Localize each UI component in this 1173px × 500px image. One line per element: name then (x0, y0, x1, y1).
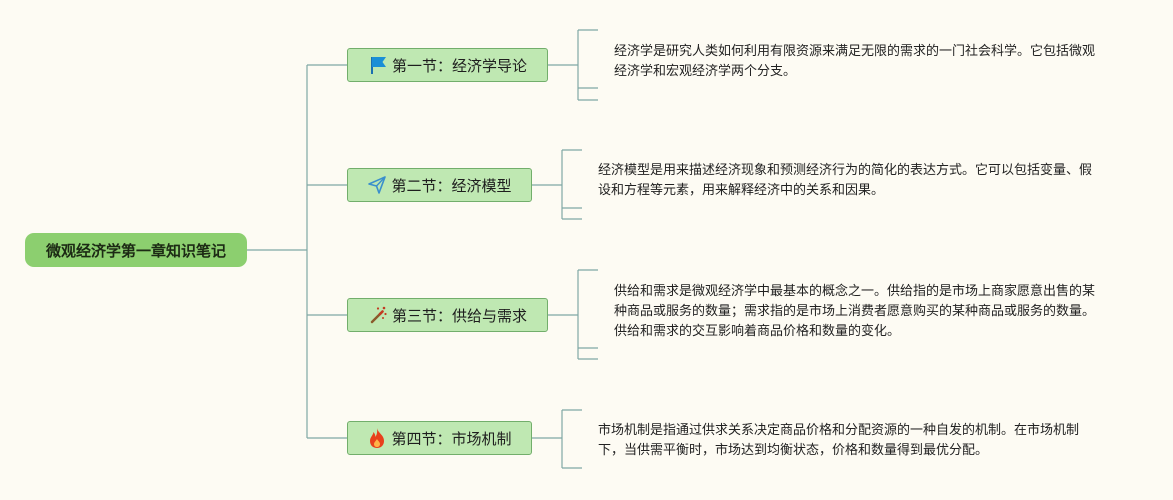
section-note-2: 经济模型是用来描述经济现象和预测经济行为的简化的表达方式。它可以包括变量、假设和… (598, 163, 1093, 198)
section-node-2[interactable]: 第二节：经济模型 (347, 168, 532, 202)
section-node-1[interactable]: 第一节：经济学导论 (347, 48, 548, 82)
section-note-1: 经济学是研究人类如何利用有限资源来满足无限的需求的一门社会科学。它包括微观经济学… (614, 44, 1096, 79)
section-label-4: 第四节：市场机制 (391, 429, 512, 448)
flag-icon (370, 57, 386, 74)
section-label-1: 第一节：经济学导论 (391, 56, 527, 75)
section-note-4: 市场机制是指通过供求关系决定商品价格和分配资源的一种自发的机制。在市场机制下，当… (598, 423, 1080, 458)
root-node[interactable]: 微观经济学第一章知识笔记 (25, 233, 247, 267)
root-label: 微观经济学第一章知识笔记 (45, 241, 226, 260)
section-node-3[interactable]: 第三节：供给与需求 (347, 298, 548, 332)
paper-plane-icon (368, 176, 387, 194)
section-label-2: 第二节：经济模型 (391, 176, 512, 195)
fire-icon (370, 428, 385, 448)
section-node-4[interactable]: 第四节：市场机制 (347, 421, 532, 455)
section-label-3: 第三节：供给与需求 (391, 306, 527, 325)
magic-wand-icon (370, 306, 387, 324)
section-note-3: 供给和需求是微观经济学中最基本的概念之一。供给指的是市场上商家愿意出售的某种商品… (614, 284, 1096, 339)
